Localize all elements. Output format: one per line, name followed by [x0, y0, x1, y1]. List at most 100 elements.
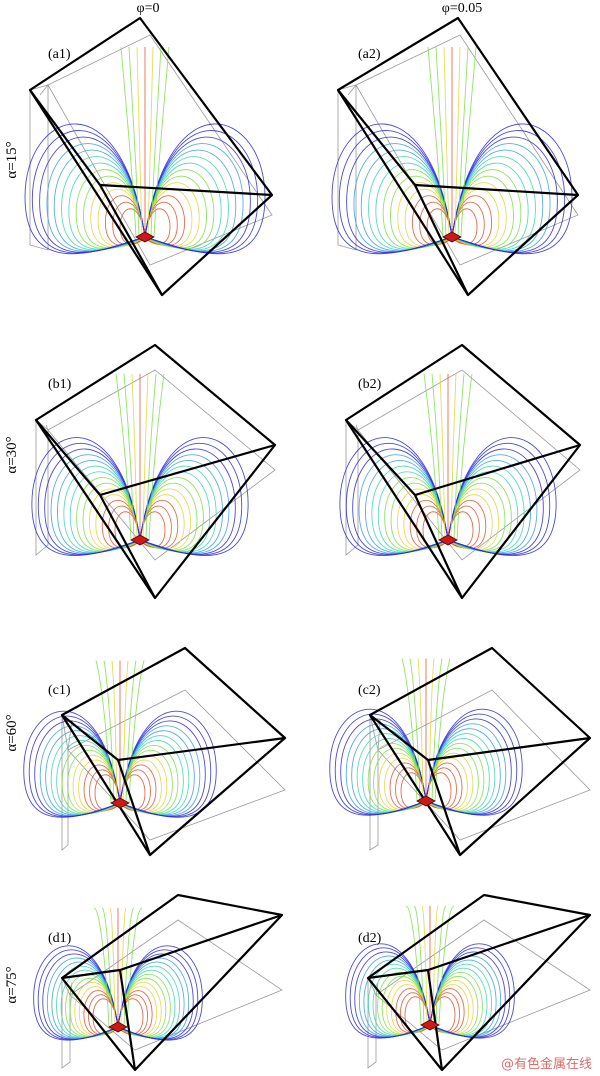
streamline-plume: [95, 660, 112, 804]
streamline-right: [139, 437, 249, 556]
streamline-left: [329, 708, 427, 816]
box-frame: [60, 646, 287, 857]
column-header-phi-0: φ=0: [137, 1, 160, 16]
streamline-plume: [128, 660, 145, 804]
streamline-plume: [101, 907, 113, 1028]
streamline-plume: [460, 46, 477, 238]
streamline-left: [345, 943, 431, 1039]
streamline-plume: [150, 46, 162, 238]
streamline-plume: [443, 46, 450, 238]
streamline-plume: [431, 373, 443, 541]
streamline-plume: [435, 46, 447, 238]
panel-b1: [31, 343, 277, 600]
panel-b2: [339, 343, 582, 600]
box-frame: [368, 646, 592, 857]
panel-c1: [23, 646, 287, 857]
panel-a2: [331, 16, 580, 297]
streamline-plume: [109, 907, 116, 1028]
streamline-left: [331, 123, 453, 255]
streamline-plume: [431, 658, 443, 802]
heat-source: [108, 1021, 128, 1033]
streamline-plume: [409, 658, 421, 802]
heat-source: [438, 534, 458, 546]
streamlines: [339, 373, 557, 556]
streamline-plume: [427, 46, 444, 238]
streamline-plume: [435, 905, 447, 1026]
heat-source: [442, 231, 462, 243]
box-frame: [344, 343, 582, 600]
streamline-plume: [405, 905, 422, 1026]
heat-source: [416, 795, 436, 807]
heat-source: [420, 1019, 440, 1031]
streamlines: [31, 373, 249, 556]
streamline-plume: [457, 46, 469, 238]
panel-label-a2: (a2): [358, 47, 381, 62]
streamline-plume: [142, 373, 149, 541]
heat-source: [135, 231, 155, 243]
heat-source: [130, 534, 150, 546]
streamline-left: [31, 437, 141, 556]
streamline-plume: [123, 373, 135, 541]
streamlines: [331, 46, 573, 255]
column-header-phi-005: φ=0.05: [442, 1, 482, 16]
panel-d2: [345, 893, 592, 1072]
box-frame: [366, 893, 592, 1072]
hidden-edges: [29, 34, 273, 266]
streamline-plume: [423, 373, 440, 541]
panel-d1: [33, 893, 284, 1072]
streamline-plume: [145, 373, 157, 541]
panel-label-c2: (c2): [358, 683, 381, 698]
row-label-alpha-60: α=60°: [4, 714, 20, 751]
box-frame: [28, 16, 274, 297]
streamline-plume: [438, 905, 455, 1026]
streamline-right: [425, 723, 507, 815]
streamline-right: [117, 945, 203, 1041]
box-frame: [34, 343, 277, 600]
panel-label-b1: (b1): [48, 377, 72, 392]
streamline-plume: [128, 46, 140, 238]
streamline-left: [23, 710, 121, 818]
panel-c2: [329, 646, 592, 857]
streamline-plume: [401, 658, 418, 802]
streamline-right: [119, 710, 217, 818]
row-label-alpha-30: α=30°: [4, 436, 20, 473]
streamlines: [345, 905, 515, 1039]
streamline-plume: [120, 46, 137, 238]
panel-a1: [24, 16, 274, 297]
streamline-plume: [450, 373, 457, 541]
streamline-plume: [454, 46, 461, 238]
streamline-plume: [434, 658, 451, 802]
streamlines: [329, 658, 523, 816]
panel-label-d2: (d2): [358, 931, 382, 946]
streamline-plume: [456, 373, 473, 541]
panel-label-d1: (d1): [48, 931, 72, 946]
box-frame: [60, 893, 284, 1072]
hidden-edges: [35, 369, 276, 561]
row-label-alpha-75: α=75°: [4, 966, 20, 1003]
streamline-left: [345, 723, 427, 815]
box-frame: [336, 16, 580, 297]
streamline-plume: [413, 905, 425, 1026]
streamline-left: [33, 945, 119, 1041]
streamline-plume: [93, 907, 110, 1028]
streamline-plume: [115, 373, 132, 541]
streamline-plume: [147, 46, 154, 238]
streamline-plume: [148, 373, 165, 541]
row-label-alpha-15: α=15°: [4, 141, 20, 178]
streamlines: [24, 46, 266, 255]
panel-label-a1: (a1): [48, 47, 71, 62]
streamline-plume: [120, 907, 127, 1028]
streamline-left: [24, 123, 146, 255]
streamline-plume: [122, 660, 129, 804]
streamline-right: [429, 943, 515, 1039]
streamline-plume: [428, 658, 435, 802]
streamline-plume: [417, 658, 424, 802]
watermark-text: @有色金属在线: [500, 1057, 592, 1072]
streamline-plume: [126, 907, 143, 1028]
streamline-plume: [111, 660, 118, 804]
panel-label-c1: (c1): [48, 683, 71, 698]
streamline-plume: [453, 373, 465, 541]
streamline-right: [447, 437, 557, 556]
streamline-plume: [439, 373, 446, 541]
